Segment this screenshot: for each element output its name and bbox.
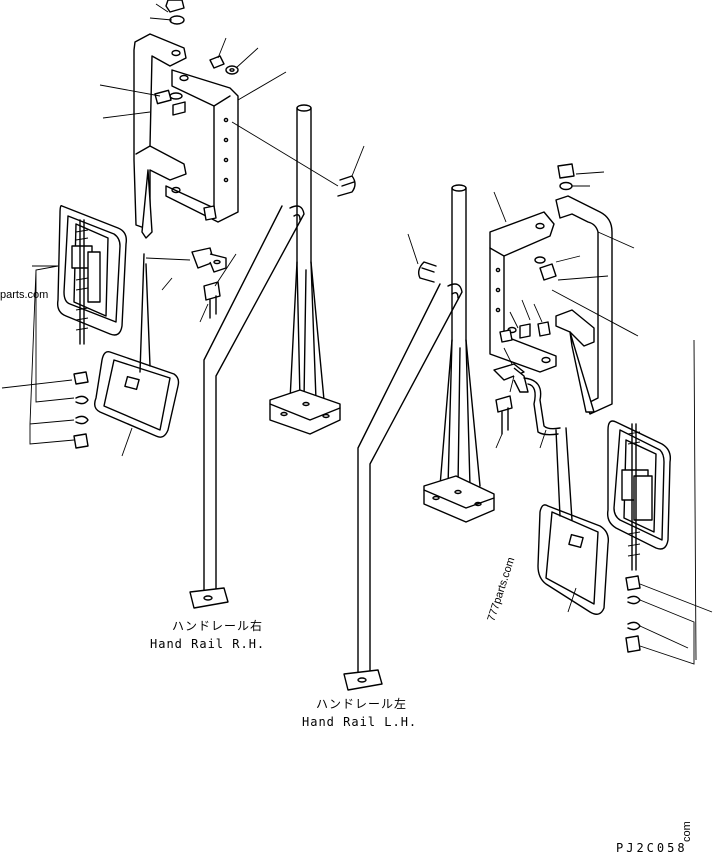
mirror-pole-lh	[423, 184, 495, 523]
u-bolt-rh	[231, 121, 365, 197]
handrail-rh-label-jp: ハンドレール右	[172, 618, 263, 633]
u-bolt-lh	[407, 233, 437, 283]
watermark-middle: 777parts.com	[485, 556, 517, 623]
nut-washer-stack-lh	[625, 339, 713, 665]
mirror-stay-bracket-rh	[133, 33, 187, 239]
handrail-rh-label-en: Hand Rail R.H.	[150, 637, 265, 651]
bolt-rh	[199, 253, 237, 323]
bracket-bolt-lh	[534, 255, 639, 337]
handrail-lh	[343, 283, 463, 691]
watermark-corner: com	[681, 821, 693, 842]
bolt-lh	[495, 375, 515, 449]
mirror-arm-lh	[523, 377, 561, 449]
mirror-glass-rh	[93, 253, 180, 457]
mirror-lh	[606, 420, 672, 571]
drawing-code: PJ2C058	[616, 841, 688, 855]
watermark-left: parts.com	[0, 289, 48, 301]
nut-washer-stack-rh	[1, 265, 89, 449]
top-nut-lh	[557, 163, 605, 191]
mirror-rh	[56, 204, 128, 345]
nut-washer-rh	[209, 37, 287, 101]
mirror-stay-bracket-lh	[555, 195, 635, 415]
handrail-lh-label-jp: ハンドレール左	[316, 696, 407, 711]
handrail-rh	[189, 205, 305, 609]
bracket-bolt-rh	[99, 84, 186, 119]
angle-bracket-rh	[145, 247, 227, 291]
angle-bracket-lh	[493, 347, 529, 393]
mirror-assembly-rh	[1, 0, 365, 609]
mounting-plate-rh	[165, 69, 239, 223]
plate-nuts-lh	[499, 299, 551, 343]
top-nut-rh	[149, 0, 185, 25]
mirror-glass-lh	[537, 427, 610, 615]
handrail-lh-label-en: Hand Rail L.H.	[302, 715, 417, 729]
mirror-pole-rh	[269, 104, 341, 435]
mounting-plate-lh	[489, 191, 557, 373]
mirror-assembly-lh	[343, 163, 713, 691]
